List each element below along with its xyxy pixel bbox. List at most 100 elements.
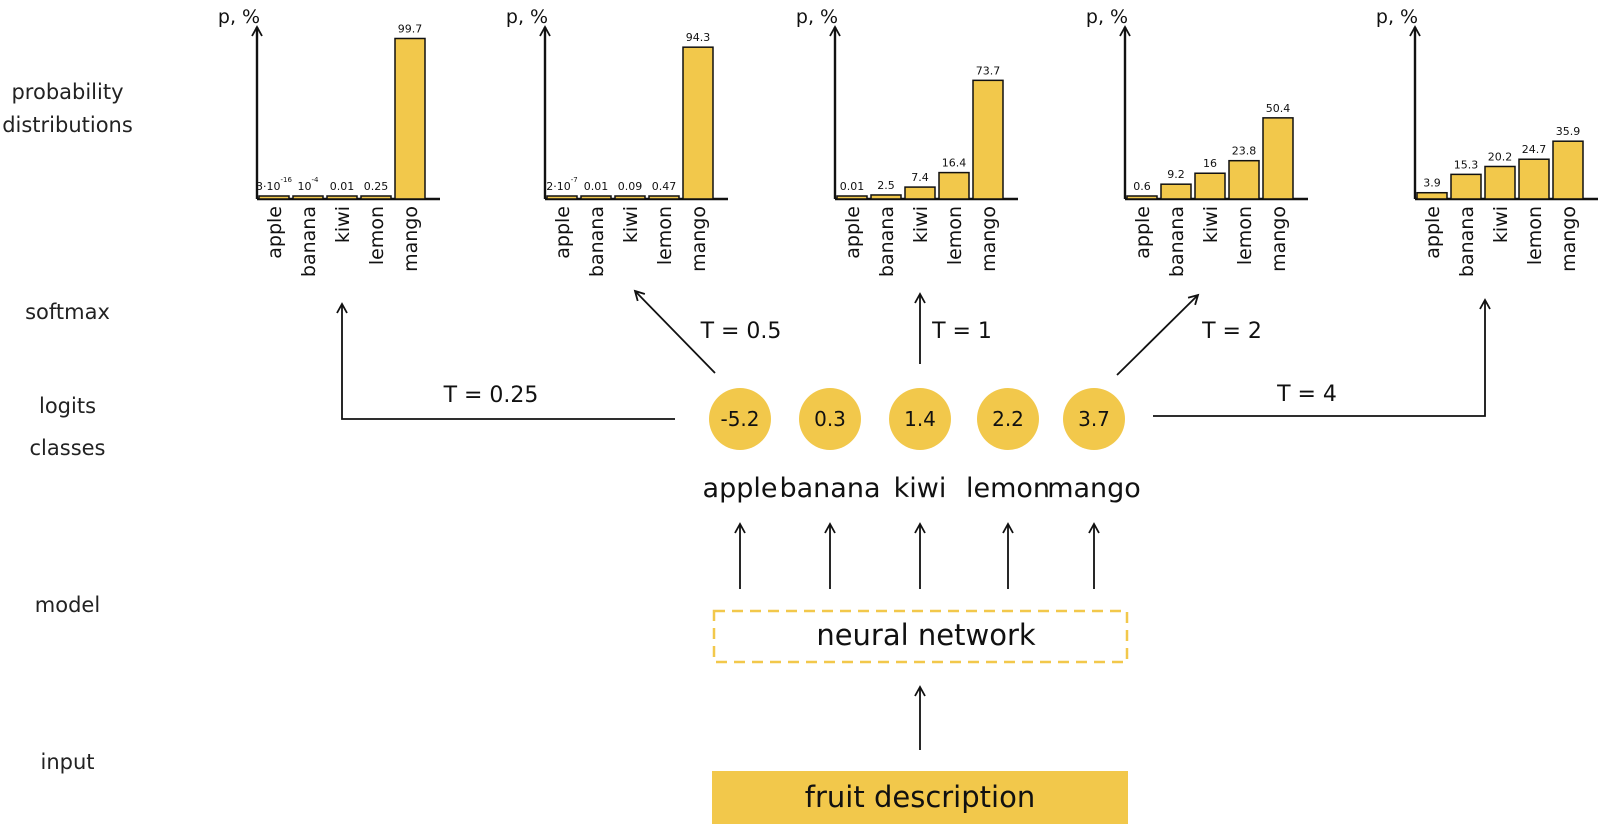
chart-4-value-lemon: 24.7 <box>1522 143 1547 156</box>
chart-1-ylabel: p, % <box>506 6 548 28</box>
logit-value-kiwi: 1.4 <box>904 407 936 431</box>
chart-2-bar-banana <box>870 194 902 200</box>
chart-0-bar-mango <box>394 37 426 200</box>
chart-2-value-banana: 2.5 <box>877 179 895 192</box>
chart-1-bar-apple <box>546 195 578 200</box>
chart-4-value-mango: 35.9 <box>1556 125 1581 138</box>
probability-charts: p, %3·10-16apple10-4banana0.01kiwi0.25le… <box>218 6 1598 277</box>
chart-1-bar-banana <box>580 195 612 200</box>
input-box-label: fruit description <box>805 780 1035 814</box>
chart-4-tick-kiwi: kiwi <box>1490 206 1512 243</box>
chart-3: p, %0.6apple9.2banana16kiwi23.8lemon50.4… <box>1086 6 1308 277</box>
logit-circle-apple <box>709 388 771 450</box>
class-label-banana: banana <box>780 473 881 504</box>
temperature-label-4: T = 4 <box>1276 382 1337 407</box>
chart-2-bar-apple <box>836 195 868 200</box>
chart-2-tick-banana: banana <box>876 206 898 277</box>
chart-4-bar-mango <box>1552 140 1584 200</box>
chart-2-bar-mango <box>972 79 1004 200</box>
arrow-softmax-t05 <box>633 289 716 374</box>
chart-4-tick-lemon: lemon <box>1524 206 1546 265</box>
chart-1-bar-kiwi <box>614 195 646 200</box>
chart-3-tick-banana: banana <box>1166 206 1188 277</box>
chart-4-tick-banana: banana <box>1456 206 1478 277</box>
temperature-label-3: T = 2 <box>1201 319 1262 344</box>
chart-3-bar-lemon <box>1228 159 1260 200</box>
chart-3-tick-kiwi: kiwi <box>1200 206 1222 243</box>
chart-0-tick-banana: banana <box>298 206 320 277</box>
chart-0-value-kiwi: 0.01 <box>330 180 355 193</box>
chart-3-bar-mango <box>1262 117 1294 200</box>
chart-1-tick-banana: banana <box>586 206 608 277</box>
chart-3-tick-lemon: lemon <box>1234 206 1256 265</box>
chart-2-tick-apple: apple <box>842 206 864 259</box>
logit-value-banana: 0.3 <box>814 407 846 431</box>
class-label-lemon: lemon <box>966 473 1050 504</box>
logit-value-apple: -5.2 <box>720 407 759 431</box>
chart-3-value-banana: 9.2 <box>1167 168 1185 181</box>
temperature-label-1: T = 0.5 <box>700 319 782 344</box>
chart-2-tick-mango: mango <box>978 206 1000 272</box>
chart-2-bar-lemon <box>938 171 970 200</box>
logit-value-lemon: 2.2 <box>992 407 1024 431</box>
chart-2-value-kiwi: 7.4 <box>911 171 929 184</box>
model-box-label: neural network <box>816 618 1036 652</box>
row-label-probability: probability distributions <box>0 76 135 142</box>
chart-3-ylabel: p, % <box>1086 6 1128 28</box>
chart-2-value-lemon: 16.4 <box>942 157 967 170</box>
chart-1-value-kiwi: 0.09 <box>618 180 643 193</box>
model-box <box>712 609 1129 664</box>
model-to-class-arrows <box>734 522 1100 589</box>
chart-4-bar-kiwi <box>1484 165 1516 200</box>
logit-circle-kiwi <box>889 388 951 450</box>
chart-4: p, %3.9apple15.3banana20.2kiwi24.7lemon3… <box>1376 6 1598 277</box>
chart-4-ylabel: p, % <box>1376 6 1418 28</box>
row-label-probability-line2: distributions <box>2 113 133 137</box>
chart-0-value-mango: 99.7 <box>398 22 423 35</box>
row-label-softmax: softmax <box>25 300 110 324</box>
chart-1-bar-mango <box>682 46 714 200</box>
chart-0: p, %3·10-16apple10-4banana0.01kiwi0.25le… <box>218 6 440 277</box>
chart-1-tick-lemon: lemon <box>654 206 676 265</box>
chart-3-value-kiwi: 16 <box>1203 157 1217 170</box>
chart-2-tick-kiwi: kiwi <box>910 206 932 243</box>
logit-circle-lemon <box>977 388 1039 450</box>
chart-0-bar-apple <box>258 195 290 200</box>
chart-2-tick-lemon: lemon <box>944 206 966 265</box>
chart-3-value-lemon: 23.8 <box>1232 145 1257 158</box>
arrow-softmax-t4 <box>1153 298 1491 417</box>
chart-1-bar-lemon <box>648 195 680 200</box>
chart-4-value-apple: 3.9 <box>1423 177 1441 190</box>
class-label-kiwi: kiwi <box>894 473 947 504</box>
logit-circle-banana <box>799 388 861 450</box>
logit-value-mango: 3.7 <box>1078 407 1110 431</box>
chart-0-bar-banana <box>292 195 324 200</box>
chart-4-bar-apple <box>1416 191 1448 200</box>
chart-1-value-mango: 94.3 <box>686 31 711 44</box>
chart-1-tick-apple: apple <box>552 206 574 259</box>
chart-2-value-mango: 73.7 <box>976 64 1001 77</box>
chart-4-tick-mango: mango <box>1558 206 1580 272</box>
chart-3-tick-apple: apple <box>1132 206 1154 259</box>
chart-0-tick-apple: apple <box>264 206 286 259</box>
chart-4-bar-banana <box>1450 173 1482 200</box>
chart-1-value-lemon: 0.47 <box>652 180 677 193</box>
chart-4-value-banana: 15.3 <box>1454 158 1479 171</box>
chart-0-value-lemon: 0.25 <box>364 180 389 193</box>
row-label-probability-line1: probability <box>11 80 124 104</box>
arrow-softmax-t2 <box>1116 293 1200 376</box>
chart-3-bar-banana <box>1160 183 1192 200</box>
softmax-arrows <box>336 289 1491 420</box>
chart-0-bar-kiwi <box>326 195 358 200</box>
chart-3-bar-kiwi <box>1194 172 1226 200</box>
chart-0-tick-lemon: lemon <box>366 206 388 265</box>
input-box <box>712 771 1128 824</box>
row-label-logits: logits <box>38 394 97 418</box>
chart-4-value-kiwi: 20.2 <box>1488 150 1513 163</box>
chart-1-value-banana: 0.01 <box>584 180 609 193</box>
chart-0-tick-mango: mango <box>400 206 422 272</box>
class-label-mango: mango <box>1047 473 1141 504</box>
chart-3-value-mango: 50.4 <box>1266 102 1291 115</box>
